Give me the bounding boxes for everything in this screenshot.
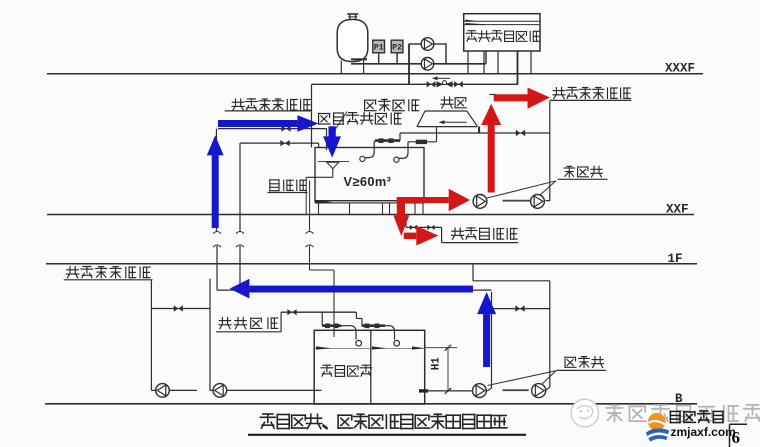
svg-text:V≥60m³: V≥60m³ bbox=[344, 174, 392, 189]
svg-text:XXXF: XXXF bbox=[665, 62, 695, 76]
svg-text:P2: P2 bbox=[392, 44, 402, 53]
svg-text:H1: H1 bbox=[431, 357, 443, 371]
svg-text:XXF: XXF bbox=[666, 203, 689, 217]
svg-text:B: B bbox=[675, 392, 683, 406]
svg-text:P1: P1 bbox=[374, 44, 384, 53]
svg-text:1F: 1F bbox=[668, 252, 683, 266]
svg-text:zmjaxf.com: zmjaxf.com bbox=[671, 425, 736, 439]
svg-text:6: 6 bbox=[732, 428, 741, 447]
